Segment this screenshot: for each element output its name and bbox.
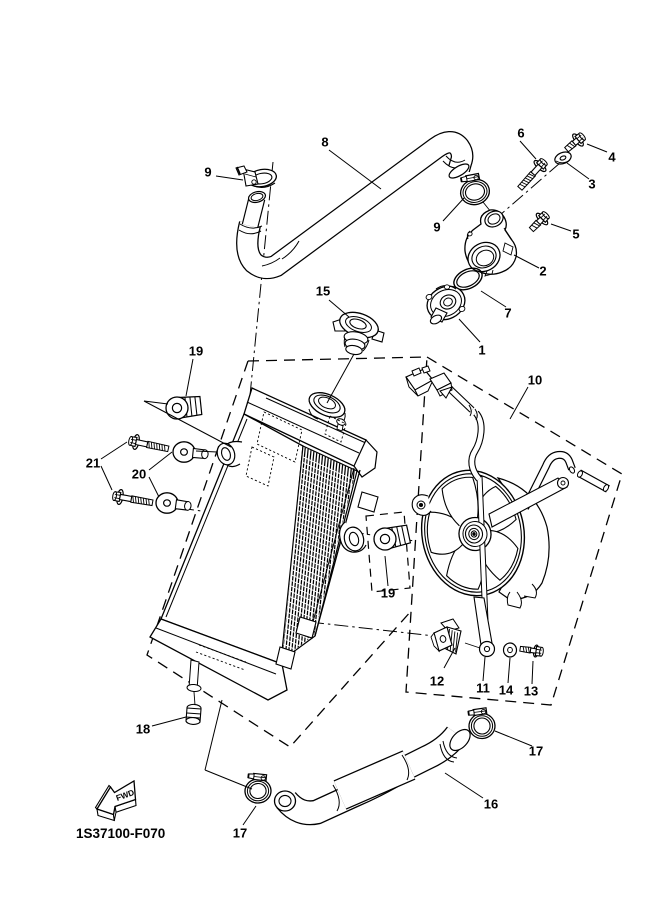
svg-text:11: 11 xyxy=(476,681,490,696)
svg-text:20: 20 xyxy=(132,467,146,482)
svg-text:17: 17 xyxy=(233,826,247,841)
svg-text:3: 3 xyxy=(588,177,595,192)
svg-text:12: 12 xyxy=(430,674,444,689)
svg-text:4: 4 xyxy=(608,150,616,165)
svg-text:7: 7 xyxy=(504,306,511,321)
svg-text:14: 14 xyxy=(499,683,514,698)
svg-text:1S37100-F070: 1S37100-F070 xyxy=(76,826,165,841)
svg-text:2: 2 xyxy=(539,264,546,279)
svg-text:6: 6 xyxy=(517,126,524,141)
svg-text:9: 9 xyxy=(204,165,211,180)
svg-text:21: 21 xyxy=(86,456,100,471)
svg-text:10: 10 xyxy=(528,373,542,388)
svg-text:1: 1 xyxy=(478,343,485,358)
svg-text:16: 16 xyxy=(484,797,498,812)
svg-text:18: 18 xyxy=(136,722,150,737)
svg-text:5: 5 xyxy=(572,227,579,242)
svg-text:8: 8 xyxy=(321,135,328,150)
svg-text:19: 19 xyxy=(189,344,203,359)
svg-text:13: 13 xyxy=(524,684,538,699)
svg-text:19: 19 xyxy=(381,586,395,601)
svg-text:9: 9 xyxy=(433,220,440,235)
svg-text:15: 15 xyxy=(316,284,330,299)
